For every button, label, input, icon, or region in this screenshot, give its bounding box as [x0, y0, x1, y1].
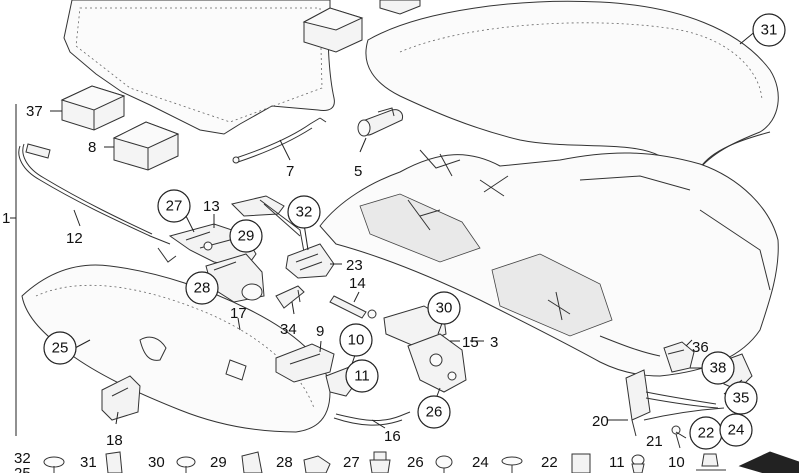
callout-1: 1 [2, 210, 10, 227]
strip-thumb-27 [369, 451, 391, 473]
strip-label-32: 32 [14, 450, 31, 467]
callout-8: 8 [88, 139, 96, 156]
strip-label-10: 10 [668, 454, 685, 471]
callout-5: 5 [354, 163, 362, 180]
clip-part-9 [275, 343, 335, 383]
strip-label-24: 24 [472, 454, 489, 471]
strip-thumb-29 [241, 451, 263, 473]
bracket-part-20 [625, 369, 651, 437]
strip-label-11: 11 [609, 454, 625, 471]
strip-label-25: 25 [14, 465, 31, 473]
callout-11: 11 [354, 368, 370, 385]
cable-part-7 [232, 117, 327, 164]
callout-14: 14 [349, 275, 366, 292]
callout-15: 15 [462, 334, 479, 351]
strip-thumb-28 [303, 455, 331, 473]
callout-circle-32: 32 [287, 195, 321, 229]
bolt-part-14 [329, 295, 377, 319]
strip-label-28: 28 [276, 454, 293, 471]
strip-thumb-24 [501, 456, 523, 473]
callout-circle-28: 28 [185, 271, 219, 305]
cover-part-18 [101, 375, 141, 421]
strip-label-31: 31 [80, 454, 97, 471]
callout-21: 21 [646, 433, 663, 450]
callout-13: 13 [203, 198, 220, 215]
strip-label-29: 29 [210, 454, 227, 471]
rod-part-16 [333, 411, 411, 426]
callout-circle-25: 25 [43, 331, 77, 365]
bottom-parts-strip: 32 25 31 30 29 28 27 26 24 [14, 450, 799, 473]
callout-3: 3 [490, 334, 498, 351]
callout-circle-35: 35 [724, 381, 758, 415]
cable-part-21 [643, 391, 725, 449]
callout-17: 17 [230, 305, 247, 322]
callout-7: 7 [286, 163, 294, 180]
callout-29: 29 [238, 228, 255, 245]
strip-thumb-black-block [738, 451, 799, 473]
strip-thumb-26 [435, 455, 453, 473]
callout-circle-30: 30 [427, 291, 461, 325]
bracket-part-29 [231, 195, 305, 253]
callout-22: 22 [698, 425, 715, 442]
strip-thumb-22 [571, 453, 591, 473]
strip-thumb-31 [105, 451, 123, 473]
callout-circle-11: 11 [345, 359, 379, 393]
callout-24: 24 [728, 422, 745, 439]
cable-part-12 [18, 143, 177, 263]
callout-25: 25 [52, 340, 69, 357]
strip-thumb-11 [631, 454, 645, 473]
hinge-part-23 [285, 243, 335, 279]
callout-37: 37 [26, 103, 43, 120]
callout-26: 26 [426, 404, 443, 421]
callout-28: 28 [194, 280, 211, 297]
strip-thumb-10 [696, 453, 726, 471]
rear-shelf-part-3 [319, 149, 779, 377]
callout-circle-10: 10 [339, 323, 373, 357]
top-cover-part-31 [365, 0, 779, 172]
bracket-part-36 [663, 341, 695, 373]
callout-circle-26: 26 [417, 395, 451, 429]
callout-circle-29: 29 [229, 219, 263, 253]
callout-30: 30 [436, 300, 453, 317]
callout-31: 31 [761, 22, 778, 39]
box-part-37 [60, 85, 126, 131]
callout-35: 35 [733, 390, 750, 407]
strip-label-30: 30 [148, 454, 165, 471]
bracket-part-34 [275, 285, 305, 309]
callout-circle-31: 31 [752, 13, 786, 47]
callout-18: 18 [106, 432, 123, 449]
strip-thumb-30 [176, 456, 196, 473]
callout-circle-24: 24 [719, 413, 753, 447]
callout-circle-22: 22 [689, 416, 723, 450]
callout-circle-27: 27 [157, 189, 191, 223]
callout-34: 34 [280, 321, 297, 338]
callout-16: 16 [384, 428, 401, 445]
callout-9: 9 [316, 323, 324, 340]
strip-label-27: 27 [343, 454, 360, 471]
callout-10: 10 [348, 332, 365, 349]
callout-36: 36 [692, 339, 709, 356]
callout-27: 27 [166, 198, 183, 215]
callout-38: 38 [710, 360, 727, 377]
callout-12: 12 [66, 230, 83, 247]
callout-20: 20 [592, 413, 609, 430]
box-part-8 [112, 121, 180, 171]
motor-part-28 [205, 253, 265, 303]
strip-thumb-32 [43, 456, 65, 473]
roller-part-5 [357, 107, 403, 137]
strip-label-22: 22 [541, 454, 558, 471]
box-part-top-right [379, 0, 421, 15]
callout-23: 23 [346, 257, 363, 274]
box-part-top-mid [302, 7, 364, 53]
callout-32: 32 [296, 204, 313, 221]
strip-label-26: 26 [407, 454, 424, 471]
callout-circle-38: 38 [701, 351, 735, 385]
